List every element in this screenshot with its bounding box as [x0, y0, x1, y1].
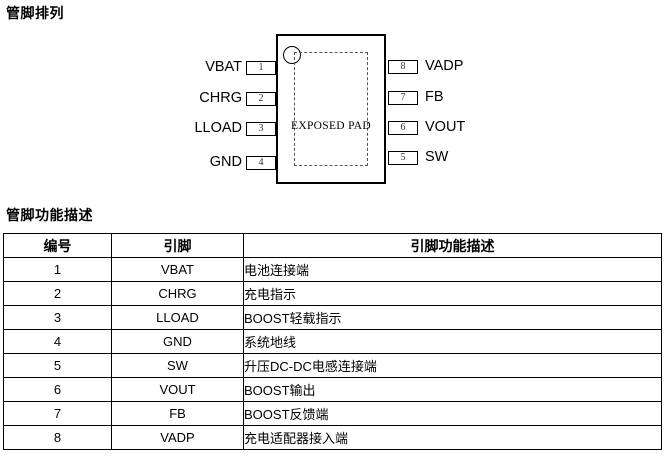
header-description: 引脚功能描述	[243, 233, 662, 258]
pin-function-table: 编号 引脚 引脚功能描述 1 VBAT 电池连接端 2 CHRG 充电指示 3 …	[3, 233, 662, 450]
cell-description: BOOST轻载指示	[243, 305, 662, 330]
header-number: 编号	[3, 233, 112, 258]
table-row: 7 FB BOOST反馈端	[3, 401, 662, 426]
pin-box-5: 5	[388, 151, 418, 165]
cell-number: 8	[3, 425, 112, 450]
cell-number: 1	[3, 257, 112, 282]
cell-number: 3	[3, 305, 112, 330]
cell-number: 7	[3, 401, 112, 426]
pin-box-8: 8	[388, 60, 418, 74]
pin-box-7: 7	[388, 91, 418, 105]
pin-label-vadp: VADP	[425, 58, 464, 74]
cell-description: 系统地线	[243, 329, 662, 354]
table-row: 8 VADP 充电适配器接入端	[3, 425, 662, 450]
pin1-marker-icon	[283, 46, 301, 64]
cell-pin: GND	[111, 329, 244, 354]
cell-pin: FB	[111, 401, 244, 426]
pin-layout-heading: 管脚排列	[6, 6, 64, 22]
cell-pin: VADP	[111, 425, 244, 450]
cell-number: 6	[3, 377, 112, 402]
exposed-pad	[294, 52, 368, 166]
pin-label-sw: SW	[425, 149, 449, 165]
pin-label-chrg: CHRG	[199, 90, 242, 106]
header-pin: 引脚	[111, 233, 244, 258]
table-row: 4 GND 系统地线	[3, 329, 662, 354]
pin-label-vout: VOUT	[425, 119, 466, 135]
table-row: 5 SW 升压DC-DC电感连接端	[3, 353, 662, 378]
cell-description: BOOST输出	[243, 377, 662, 402]
cell-description: 电池连接端	[243, 257, 662, 282]
pin-box-3: 3	[246, 122, 276, 136]
pin-box-6: 6	[388, 121, 418, 135]
cell-description: 充电指示	[243, 281, 662, 306]
cell-pin: VBAT	[111, 257, 244, 282]
pin-label-gnd: GND	[209, 154, 242, 170]
table-row: 2 CHRG 充电指示	[3, 281, 662, 306]
cell-description: BOOST反馈端	[243, 401, 662, 426]
pin-function-heading: 管脚功能描述	[6, 208, 93, 224]
pin-label-lload: LLOAD	[194, 120, 242, 136]
pin-label-vbat: VBAT	[205, 59, 242, 75]
cell-description: 充电适配器接入端	[243, 425, 662, 450]
chip-body: EXPOSED PAD	[276, 34, 386, 184]
cell-pin: SW	[111, 353, 244, 378]
pin-box-1: 1	[246, 61, 276, 75]
cell-pin: LLOAD	[111, 305, 244, 330]
cell-number: 4	[3, 329, 112, 354]
pin-box-2: 2	[246, 92, 276, 106]
cell-number: 2	[3, 281, 112, 306]
cell-pin: VOUT	[111, 377, 244, 402]
pin-box-4: 4	[246, 156, 276, 170]
cell-description: 升压DC-DC电感连接端	[243, 353, 662, 378]
exposed-pad-label: EXPOSED PAD	[291, 120, 371, 132]
pin-label-fb: FB	[425, 89, 444, 105]
table-row: 1 VBAT 电池连接端	[3, 257, 662, 282]
table-header-row: 编号 引脚 引脚功能描述	[3, 233, 662, 258]
table-row: 6 VOUT BOOST输出	[3, 377, 662, 402]
table-row: 3 LLOAD BOOST轻载指示	[3, 305, 662, 330]
cell-number: 5	[3, 353, 112, 378]
cell-pin: CHRG	[111, 281, 244, 306]
